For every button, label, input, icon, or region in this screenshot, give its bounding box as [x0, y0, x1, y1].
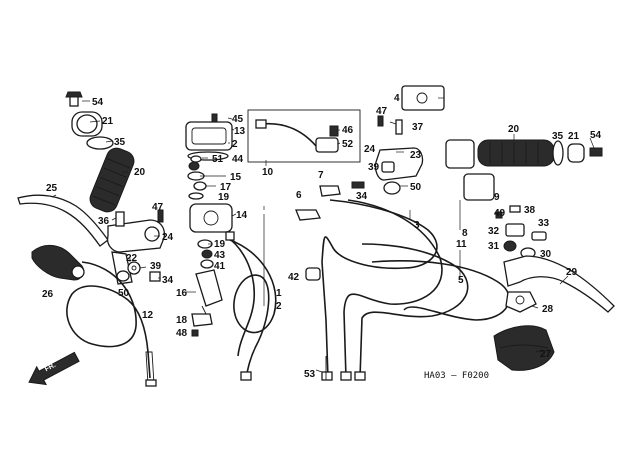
cable-bundle	[295, 185, 510, 381]
callout-52: 52	[342, 139, 354, 150]
callout-41: 41	[214, 261, 226, 272]
callout-50-right: 50	[410, 182, 422, 193]
callout-19-lower: 19	[214, 239, 226, 250]
callout-15: 15	[230, 172, 242, 183]
throttle-assembly	[185, 113, 277, 381]
callout-22: 22	[126, 253, 138, 264]
callout-32: 32	[488, 226, 500, 237]
callout-39-right: 39	[368, 162, 380, 173]
callout-25: 25	[46, 183, 58, 194]
left-grip-assembly	[65, 91, 135, 213]
callout-9: 9	[494, 192, 500, 203]
callout-50-left: 50	[118, 288, 130, 299]
callout-34-right: 34	[356, 191, 368, 202]
callout-11: 11	[456, 239, 467, 250]
callout-5: 5	[458, 275, 464, 286]
callout-24-left: 24	[162, 232, 174, 243]
clutch-lever-assembly	[17, 194, 166, 387]
callout-49: 49	[494, 208, 506, 219]
callout-8: 8	[462, 228, 468, 239]
brake-lever-assembly	[493, 255, 615, 371]
callout-3: 3	[414, 220, 420, 231]
callout-48: 48	[176, 328, 188, 339]
drawing-code: HA03 – F0200	[424, 371, 489, 381]
callout-51: 51	[212, 154, 224, 165]
callout-20-right: 20	[508, 124, 520, 135]
leader-lines	[51, 97, 595, 373]
callout-45: 45	[232, 114, 244, 125]
callout-18: 18	[176, 315, 188, 326]
callout-42: 42	[288, 272, 300, 283]
front-direction-label: FR.	[44, 362, 57, 374]
switch-harness-box	[247, 109, 361, 163]
callout-21-right: 21	[568, 131, 580, 142]
callout-46: 46	[342, 125, 354, 136]
callout-12: 12	[142, 310, 154, 321]
callout-38: 38	[524, 205, 536, 216]
callout-23: 23	[410, 150, 422, 161]
callout-labels: 54 21 35 20 25 36 47 24 22 39 34 50 26 1…	[42, 93, 602, 380]
callout-26: 26	[42, 289, 54, 300]
callout-39-left: 39	[150, 261, 162, 272]
callout-43: 43	[214, 250, 226, 261]
callout-4: 4	[394, 93, 400, 104]
callout-53: 53	[304, 369, 316, 380]
callout-30: 30	[540, 249, 552, 260]
callout-34-left: 34	[162, 275, 174, 286]
callout-27: 27	[540, 349, 552, 360]
callout-31: 31	[488, 241, 500, 252]
callout-20-left: 20	[134, 167, 146, 178]
callout-21-left: 21	[102, 116, 114, 127]
right-grip-assembly	[445, 139, 603, 259]
callout-29: 29	[566, 267, 578, 278]
front-direction-arrow	[28, 351, 80, 386]
callout-2-upper: 2	[232, 139, 238, 150]
callout-54-right: 54	[590, 130, 602, 141]
callout-44: 44	[232, 154, 244, 165]
callout-47-left: 47	[152, 202, 164, 213]
callout-47-right: 47	[376, 106, 388, 117]
callout-35-left: 35	[114, 137, 126, 148]
callout-14: 14	[236, 210, 248, 221]
callout-1: 1	[276, 288, 282, 299]
callout-2-lower: 2	[276, 301, 282, 312]
callout-33: 33	[538, 218, 550, 229]
callout-36: 36	[98, 216, 110, 227]
callout-35-right: 35	[552, 131, 564, 142]
right-switch-assembly	[351, 85, 445, 195]
callout-7: 7	[318, 170, 324, 181]
callout-13: 13	[234, 126, 246, 137]
callout-10: 10	[262, 167, 274, 178]
callout-19-upper: 19	[218, 192, 230, 203]
callout-6: 6	[296, 190, 302, 201]
callout-24-right: 24	[364, 144, 376, 155]
callout-28: 28	[542, 304, 554, 315]
callout-17: 17	[220, 182, 232, 193]
callout-37: 37	[412, 122, 424, 133]
callout-16: 16	[176, 288, 188, 299]
callout-54-left: 54	[92, 97, 104, 108]
